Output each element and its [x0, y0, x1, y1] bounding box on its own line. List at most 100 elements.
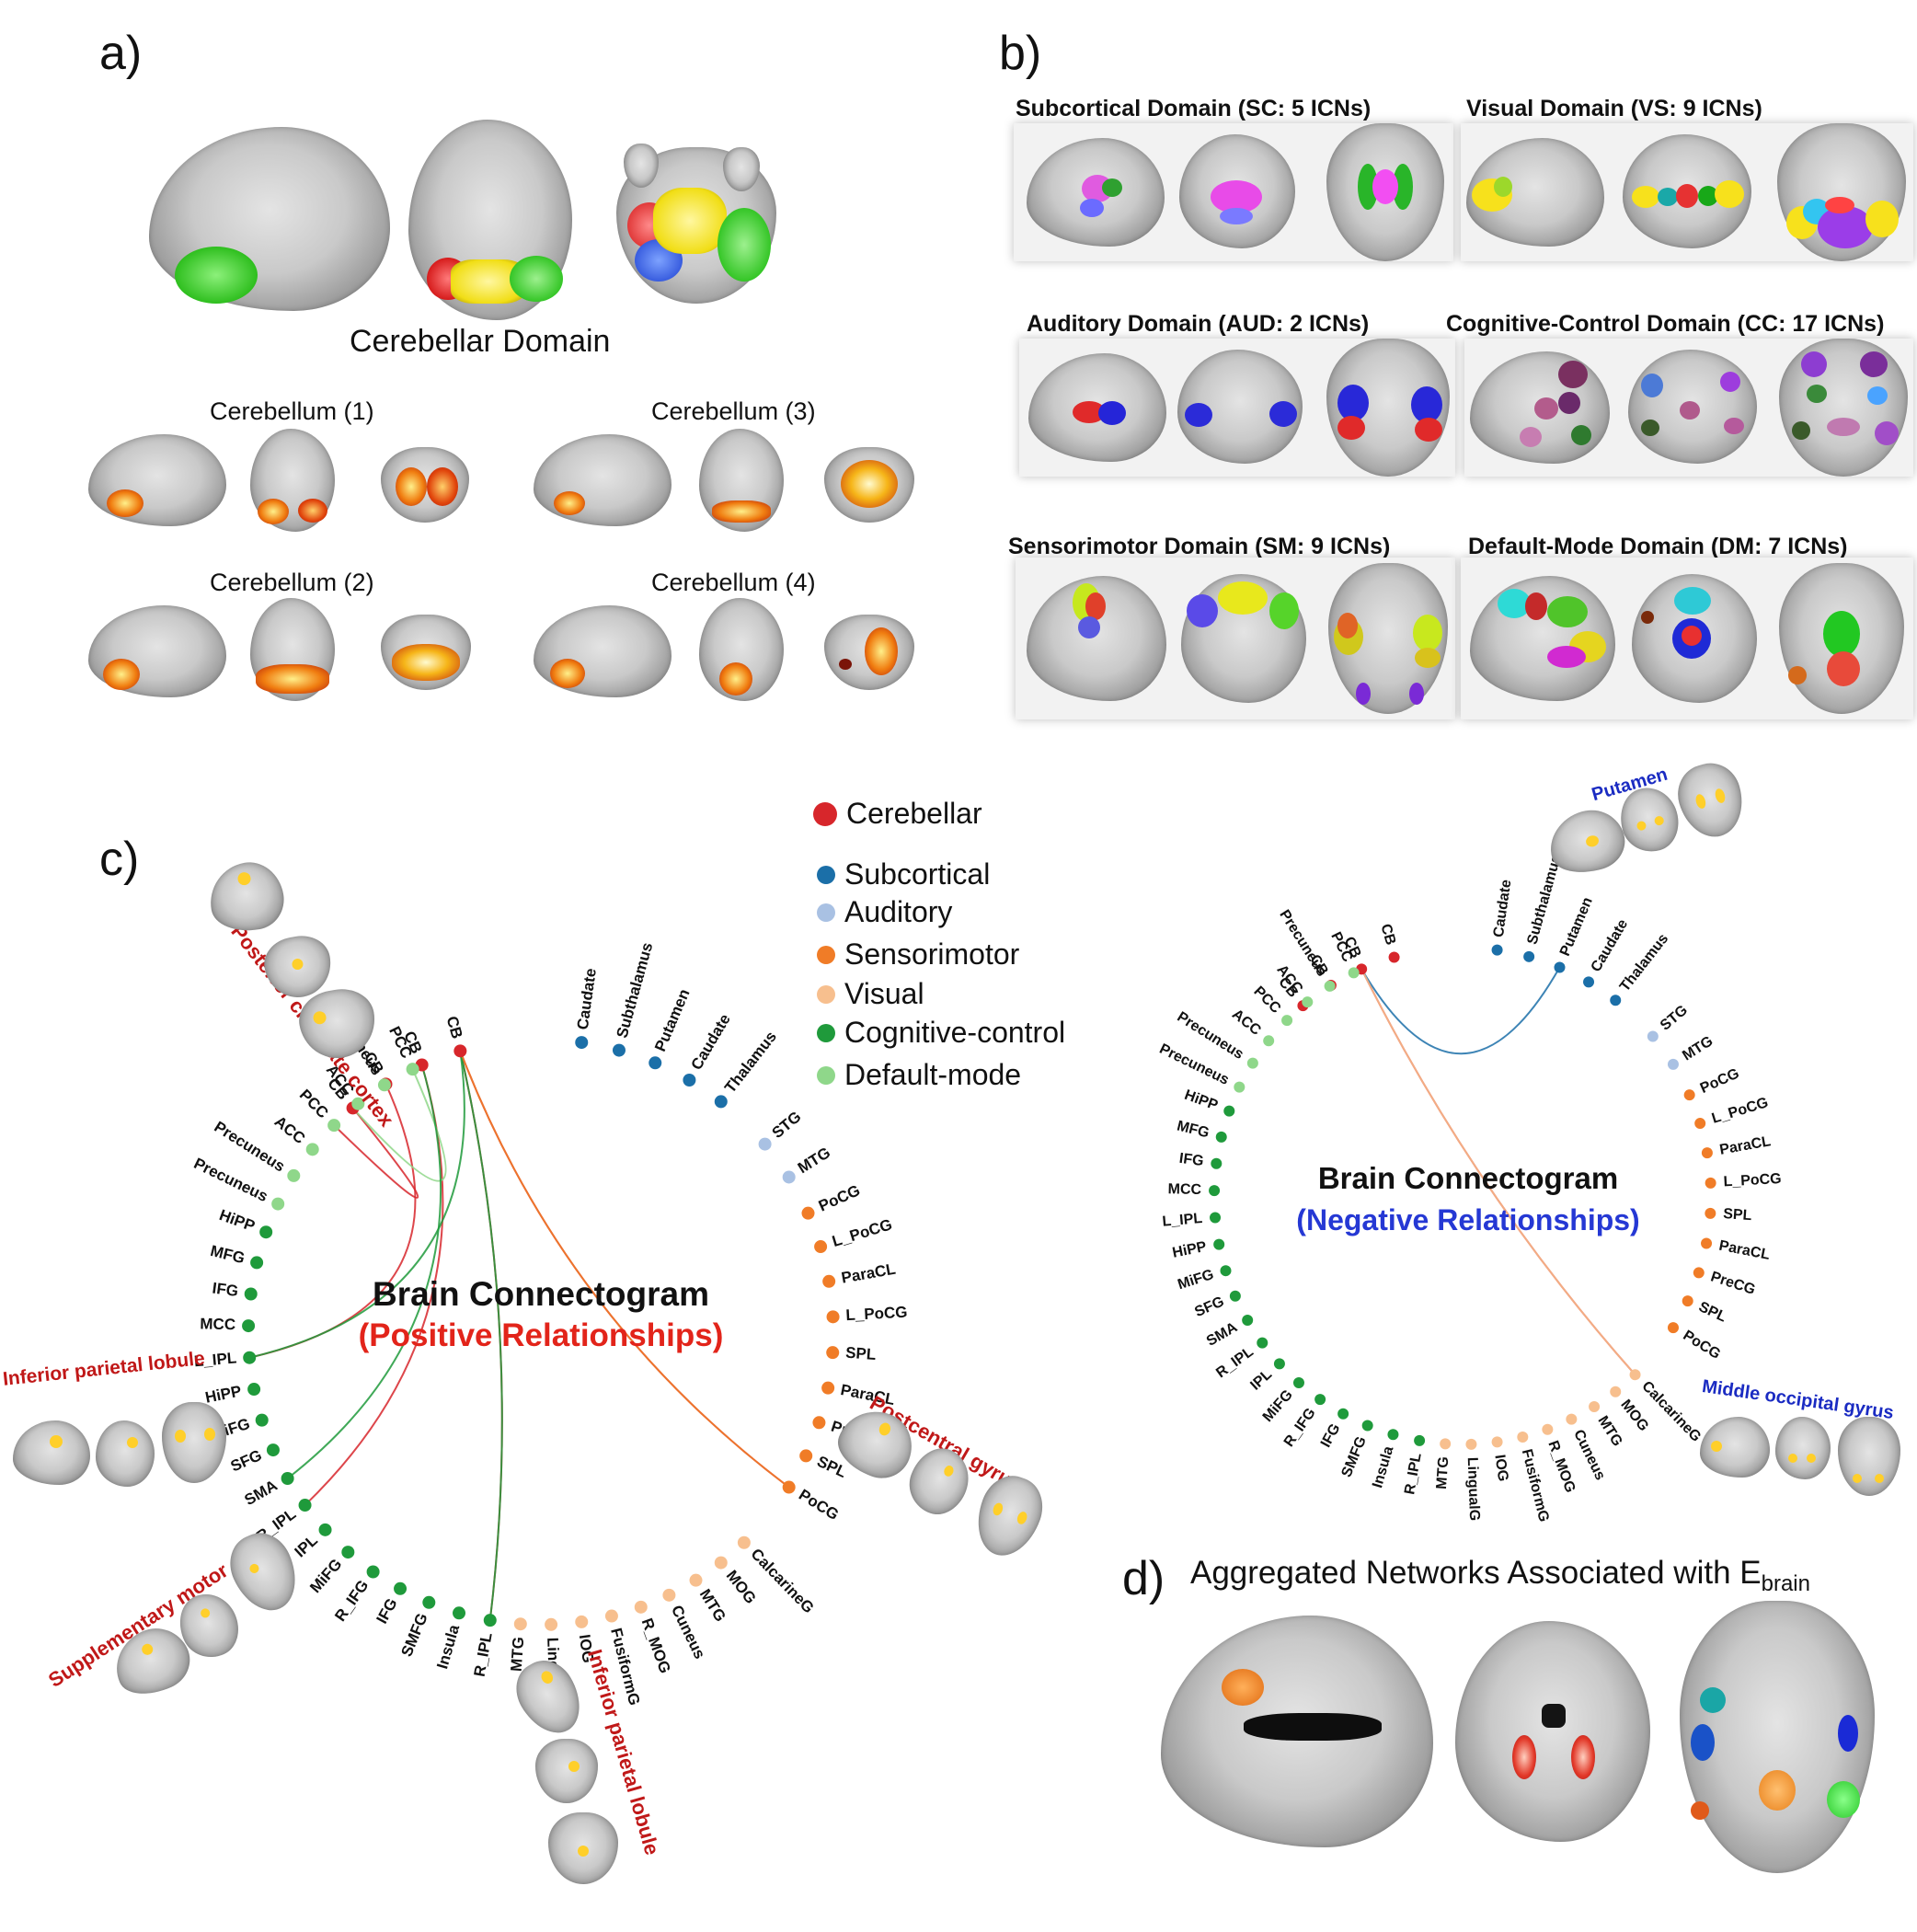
aggregated-blob-orange-3 [1691, 1801, 1709, 1820]
node-dot [453, 1044, 467, 1058]
node-dot [812, 1416, 826, 1430]
aggregated-blob-teal [1700, 1687, 1726, 1713]
node-dot [1682, 1295, 1693, 1307]
node-label: R_IPL [471, 1631, 496, 1678]
node-label: Cuneus [668, 1603, 708, 1662]
node-label: PoCG [1698, 1065, 1742, 1097]
node-label: ACC [1229, 1006, 1264, 1039]
node-dot [1440, 1438, 1452, 1450]
node-label: Thalamus [721, 1028, 780, 1096]
legend-swatch [817, 903, 835, 922]
node-label: MTG [696, 1586, 729, 1625]
legend-item-cognitive-control: Cognitive-control [817, 1016, 1065, 1050]
tile-default-mode [1461, 558, 1913, 719]
node-label: SMA [242, 1477, 281, 1509]
node-label: Putamen [651, 986, 694, 1054]
connection-link [286, 1064, 442, 1479]
node-dot [243, 1351, 257, 1364]
node-label: Caudate [1589, 916, 1632, 974]
legend-swatch [817, 984, 835, 1004]
node-dot [1693, 1267, 1705, 1279]
node-label: R_MOG [1544, 1439, 1578, 1495]
node-label: L_PoCG [845, 1304, 908, 1324]
node-dot [1589, 1400, 1601, 1412]
node-label: IFG [212, 1280, 240, 1301]
node-label: MCC [200, 1315, 235, 1333]
node-label: SFG [228, 1446, 265, 1475]
node-dot [1705, 1177, 1716, 1189]
node-label: IPL [1247, 1366, 1275, 1394]
legend-swatch [817, 865, 835, 884]
node-label: IFG [373, 1595, 400, 1627]
legend-item-auditory: Auditory [817, 895, 952, 929]
node-label: MOG [1617, 1397, 1651, 1434]
node-label: L_IPL [193, 1349, 237, 1370]
node-dot [604, 1609, 618, 1623]
node-dot [247, 1383, 261, 1397]
legend-label: Cerebellar [846, 797, 982, 830]
aggregated-blob-green [1827, 1781, 1860, 1818]
node-dot [1348, 967, 1360, 979]
legend-item-subcortical: Subcortical [817, 857, 990, 891]
negative-connectogram-title: Brain Connectogram [1317, 1161, 1619, 1195]
node-dot [1213, 1238, 1225, 1250]
node-dot [662, 1588, 676, 1602]
node-dot [244, 1287, 258, 1301]
node-dot [799, 1449, 813, 1463]
node-label: R_MOG [638, 1616, 674, 1675]
node-dot [255, 1413, 269, 1427]
node-dot [1387, 1429, 1399, 1441]
node-dot [1292, 1376, 1304, 1388]
node-dot [483, 1614, 497, 1627]
node-dot [513, 1617, 527, 1631]
panel-d-title: Aggregated Networks Associated with Ebra… [1190, 1555, 1810, 1597]
node-label: MiFG [306, 1556, 345, 1596]
node-dot [305, 1143, 319, 1156]
node-label: PoCG [1680, 1328, 1723, 1363]
node-dot [453, 1606, 466, 1620]
node-label: SMFG [1339, 1434, 1370, 1479]
legend-item-sensorimotor: Sensorimotor [817, 937, 1019, 972]
node-dot [250, 1256, 264, 1270]
panel-a-letter: a) [99, 27, 143, 80]
node-label: CalcarineG [748, 1546, 818, 1617]
positive-connectogram-subtitle: (Positive Relationships) [358, 1317, 724, 1353]
node-label: PoCG [816, 1181, 863, 1215]
node-dot [1667, 1322, 1679, 1334]
node-dot [814, 1240, 828, 1254]
node-label: ParaCL [1718, 1133, 1772, 1158]
node-label: SPL [1696, 1299, 1729, 1326]
aggregated-blob-blue-left [1691, 1724, 1715, 1761]
node-dot [1491, 944, 1503, 956]
domain-title-visual: Visual Domain (VS: 9 ICNs) [1466, 96, 1762, 121]
legend-item-default-mode: Default-mode [817, 1058, 1021, 1092]
node-dot [683, 1074, 696, 1087]
node-dot [1273, 1358, 1285, 1370]
tile-auditory [1019, 339, 1455, 477]
node-label: R_IPL [1402, 1452, 1425, 1496]
node-dot [714, 1095, 728, 1109]
node-label: MFG [209, 1242, 247, 1267]
brain-sagittal-large [149, 127, 390, 311]
node-dot [327, 1119, 341, 1133]
node-label: MTG [508, 1636, 528, 1672]
legend-swatch [817, 1065, 835, 1085]
node-dot [1246, 1057, 1258, 1069]
node-dot [575, 1036, 589, 1050]
node-label: Thalamus [1617, 931, 1671, 995]
connection-link [351, 1068, 447, 1182]
node-label: Cuneus [1570, 1427, 1608, 1482]
panel-d-title-text: Aggregated Networks Associated with E [1190, 1555, 1762, 1591]
node-dot [341, 1546, 355, 1559]
node-dot [1209, 1185, 1221, 1197]
node-label: R_IFG [1281, 1406, 1319, 1450]
aggregated-blob-blue-right [1838, 1715, 1858, 1752]
node-label: Caudate [574, 967, 600, 1030]
node-label: Insula [433, 1622, 463, 1671]
node-dot [1705, 1207, 1716, 1219]
connection-link [459, 1051, 503, 1621]
node-dot [1647, 1030, 1659, 1042]
aggregated-blob-orange [1222, 1669, 1264, 1706]
node-dot [1337, 1408, 1349, 1420]
connection-link [459, 1050, 790, 1489]
